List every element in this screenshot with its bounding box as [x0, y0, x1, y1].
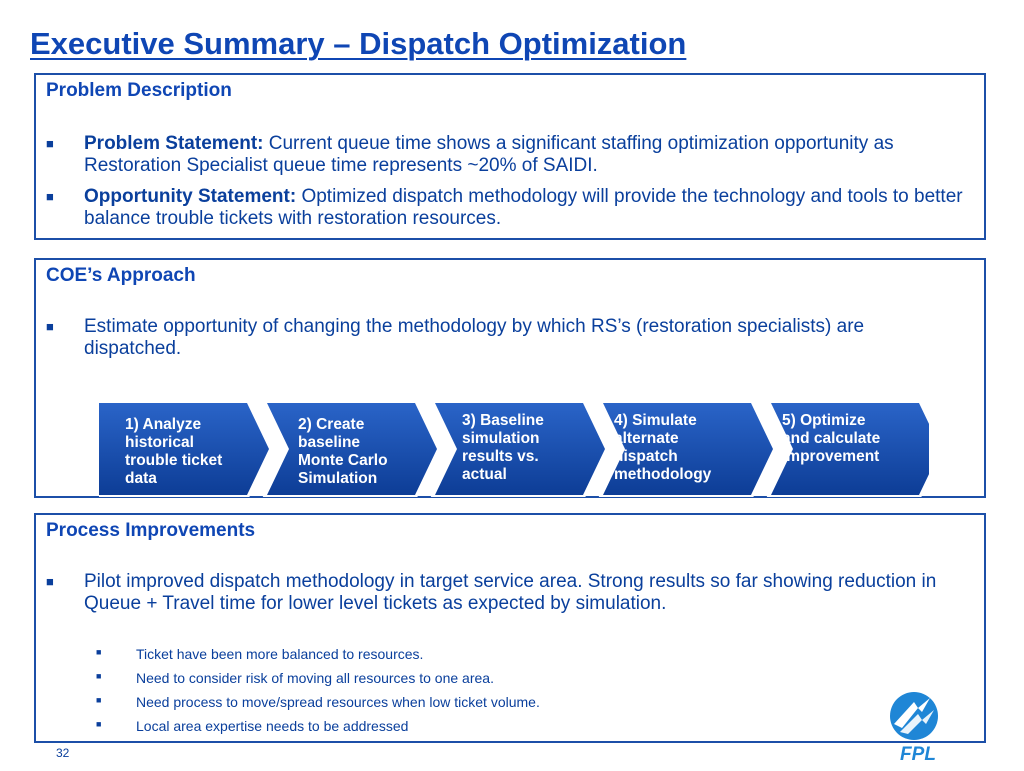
- bullet-square-icon: ■: [46, 319, 54, 334]
- sub-bullet-text: Local area expertise needs to be address…: [136, 718, 409, 734]
- sub-bullet: ■ Ticket have been more balanced to reso…: [96, 646, 423, 662]
- problem-statement-label: Problem Statement:: [84, 133, 264, 154]
- process-step-3-chevron: [435, 403, 605, 495]
- approach-bullet-text: Estimate opportunity of changing the met…: [84, 316, 865, 359]
- sub-bullet-text: Ticket have been more balanced to resour…: [136, 646, 424, 662]
- process-step-2-chevron: [267, 403, 437, 495]
- problem-description-heading: Problem Description: [46, 80, 232, 101]
- process-improvements-panel: Process Improvements ■ Pilot improved di…: [34, 513, 986, 743]
- process-step-4-chevron: [603, 403, 773, 495]
- sub-bullet-icon: ■: [96, 647, 102, 657]
- coe-approach-heading: COE’s Approach: [46, 265, 196, 286]
- step-1-label: 1) Analyze historical trouble ticket dat…: [125, 416, 223, 487]
- improvements-bullet-text: Pilot improved dispatch methodology in t…: [84, 571, 937, 614]
- fpl-logo-text: FPL: [900, 744, 936, 765]
- sub-bullet: ■ Need to consider risk of moving all re…: [96, 670, 494, 686]
- improvements-bullet: ■ Pilot improved dispatch methodology in…: [46, 571, 966, 615]
- bullet-square-icon: ■: [46, 189, 54, 204]
- problem-description-panel: Problem Description ■ Problem Statement:…: [34, 73, 986, 240]
- approach-bullet: ■ Estimate opportunity of changing the m…: [46, 316, 966, 360]
- problem-statement-text: Current queue time shows a significant s…: [84, 133, 894, 176]
- opportunity-statement-bullet: ■ Opportunity Statement: Optimized dispa…: [46, 186, 966, 230]
- step-3-label: 3) Baseline simulation results vs. actua…: [462, 412, 544, 483]
- process-chevrons: [96, 400, 945, 498]
- page-number: 32: [56, 746, 70, 760]
- sub-bullet-icon: ■: [96, 671, 102, 681]
- opportunity-statement-label: Opportunity Statement:: [84, 186, 297, 207]
- sub-bullet: ■ Local area expertise needs to be addre…: [96, 718, 408, 734]
- step-4-label: 4) Simulate alternate dispatch methodolo…: [614, 412, 712, 483]
- sub-bullet-icon: ■: [96, 695, 102, 705]
- sub-bullet-text: Need to consider risk of moving all reso…: [136, 670, 494, 686]
- fpl-logo-icon: FPL: [890, 692, 938, 765]
- sub-bullet-icon: ■: [96, 719, 102, 729]
- step-5-label: 5) Optimize and calculate improvement: [782, 412, 881, 465]
- process-chevron-diagram: 1) Analyze historical trouble ticket dat…: [96, 400, 945, 502]
- sub-bullet-text: Need process to move/spread resources wh…: [136, 694, 540, 710]
- opportunity-statement-text: Optimized dispatch methodology will prov…: [84, 186, 963, 229]
- process-improvements-heading: Process Improvements: [46, 520, 256, 541]
- sub-bullet: ■ Need process to move/spread resources …: [96, 694, 540, 710]
- process-step-1-chevron: [99, 403, 269, 495]
- coe-approach-panel: COE’s Approach ■ Estimate opportunity of…: [34, 258, 986, 498]
- bullet-square-icon: ■: [46, 136, 54, 151]
- bullet-square-icon: ■: [46, 574, 54, 589]
- step-2-label: 2) Create baseline Monte Carlo Simulatio…: [298, 416, 388, 487]
- page-title: Executive Summary – Dispatch Optimizatio…: [30, 26, 687, 61]
- process-step-5-chevron: [771, 403, 941, 495]
- problem-statement-bullet: ■ Problem Statement: Current queue time …: [46, 133, 966, 177]
- fpl-logo: FPL: [888, 690, 984, 771]
